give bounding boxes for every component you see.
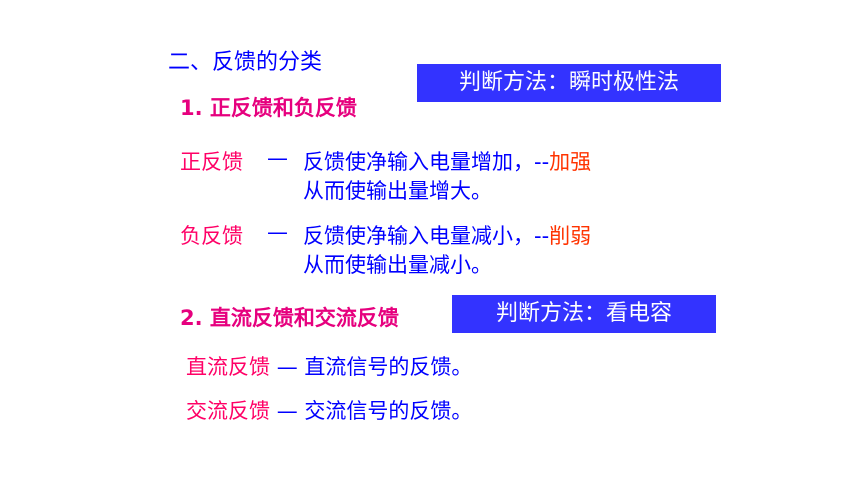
positive-feedback-keyword: 加强 xyxy=(549,150,592,174)
dc-feedback-line: 直流反馈 — 直流信号的反馈。 xyxy=(186,351,472,381)
negative-feedback-term: 负反馈 xyxy=(180,224,243,248)
positive-feedback-desc2: 从而使输出量增大。 xyxy=(303,179,492,203)
positive-feedback-term: 正反馈 xyxy=(180,150,243,174)
heading-positive-negative: 1. 正反馈和负反馈 xyxy=(180,96,357,120)
method-box-capacitor: 判断方法：看电容 xyxy=(452,295,716,333)
method-box-polarity: 判断方法：瞬时极性法 xyxy=(417,64,721,102)
dc-feedback-term: 直流反馈 xyxy=(186,355,270,379)
negative-feedback-desc: 反馈使净输入电量减小，--削弱 xyxy=(303,220,591,250)
positive-feedback-dash: — xyxy=(267,146,288,170)
negative-feedback-desc-text: 反馈使净输入电量减小，-- xyxy=(303,224,550,248)
ac-feedback-dash: — xyxy=(276,399,298,423)
ac-feedback-term: 交流反馈 xyxy=(186,399,270,423)
negative-feedback-dash: — xyxy=(267,220,288,244)
ac-feedback-desc: 交流信号的反馈。 xyxy=(304,399,473,423)
heading-dc-ac: 2. 直流反馈和交流反馈 xyxy=(180,306,399,330)
ac-feedback-line: 交流反馈 — 交流信号的反馈。 xyxy=(186,395,472,425)
dc-feedback-dash: — xyxy=(276,355,298,379)
section-title: 二、反馈的分类 xyxy=(168,50,323,75)
positive-feedback-desc: 反馈使净输入电量增加，--加强 xyxy=(303,146,591,176)
dc-feedback-desc: 直流信号的反馈。 xyxy=(304,355,473,379)
negative-feedback-keyword: 削弱 xyxy=(549,224,592,248)
positive-feedback-desc-text: 反馈使净输入电量增加，-- xyxy=(303,150,550,174)
negative-feedback-desc2: 从而使输出量减小。 xyxy=(303,253,492,277)
